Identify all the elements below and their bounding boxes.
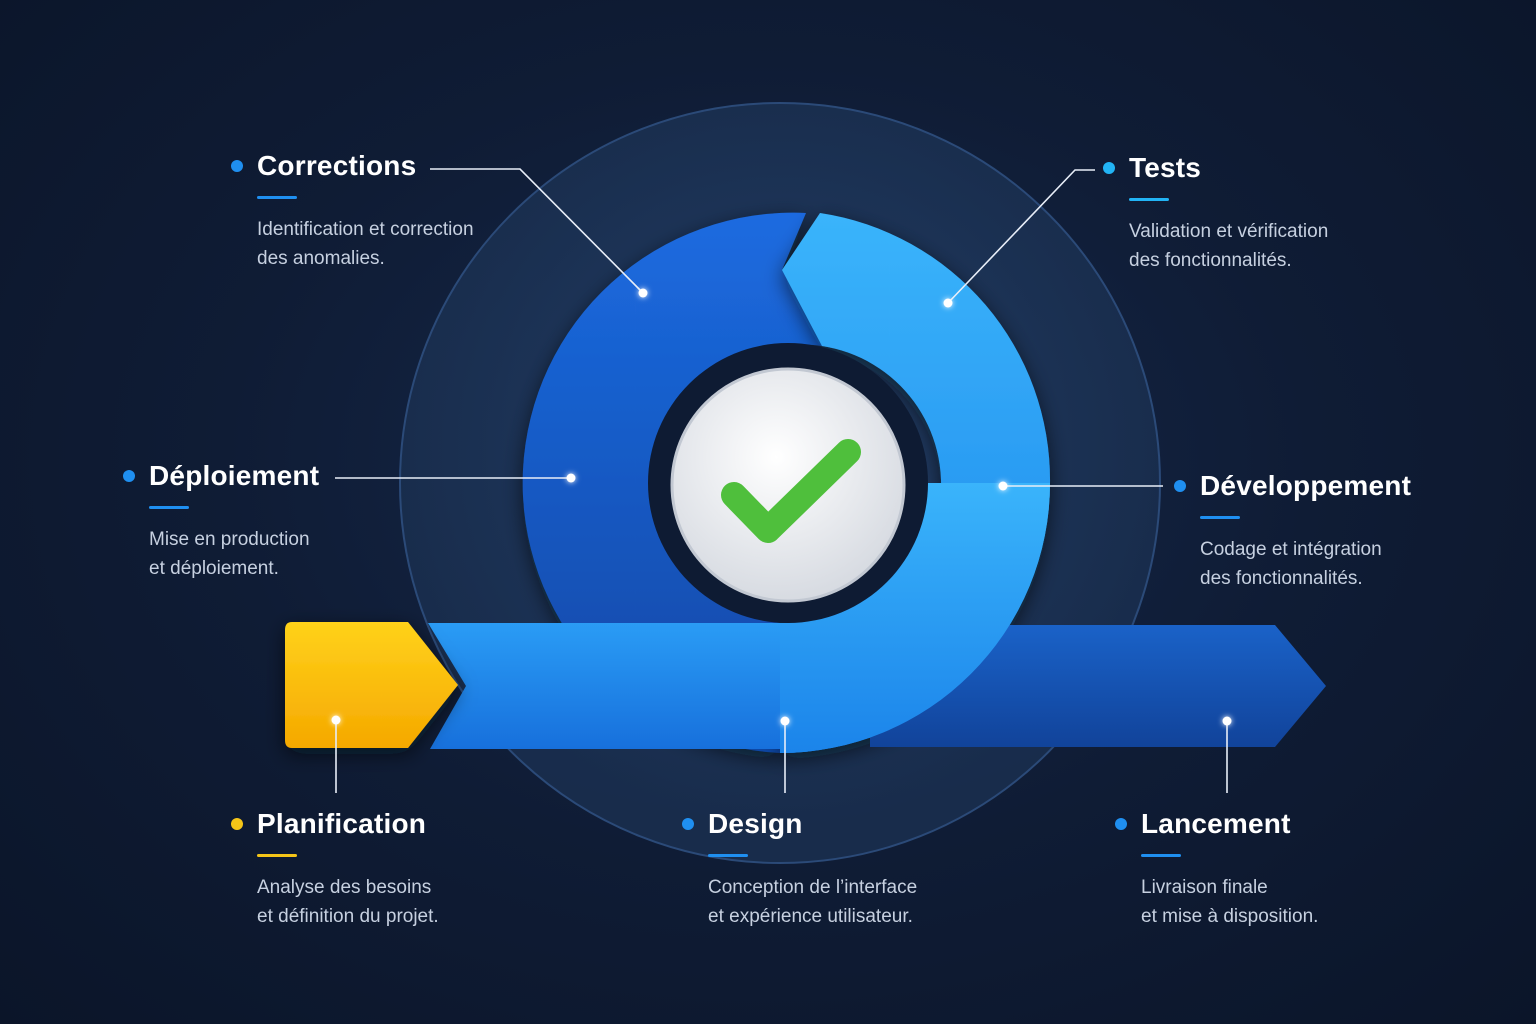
title-underline bbox=[708, 854, 748, 857]
bullet-dot bbox=[231, 160, 243, 172]
desc-line: des fonctionnalités. bbox=[1200, 568, 1363, 589]
title-underline bbox=[1141, 854, 1181, 857]
stage-title: Corrections bbox=[257, 150, 417, 181]
bullet-dot bbox=[682, 818, 694, 830]
stage-title: Déploiement bbox=[149, 460, 320, 491]
desc-line: Identification et correction bbox=[257, 219, 474, 240]
stage-lancement: Lancement Livraison finale et mise à dis… bbox=[1115, 808, 1318, 931]
stage-description: Identification et correction des anomali… bbox=[257, 215, 474, 273]
desc-line: des fonctionnalités. bbox=[1129, 250, 1292, 271]
desc-line: des anomalies. bbox=[257, 248, 385, 269]
desc-line: Validation et vérification bbox=[1129, 221, 1329, 242]
desc-line: et mise à disposition. bbox=[1141, 906, 1319, 927]
bullet-dot bbox=[1103, 162, 1115, 174]
anchor-dot-lancement bbox=[1222, 716, 1232, 726]
stage-description: Conception de l’interface et expérience … bbox=[708, 873, 917, 931]
desc-line: Conception de l’interface bbox=[708, 877, 918, 898]
desc-line: Livraison finale bbox=[1141, 877, 1268, 898]
stage-title: Développement bbox=[1200, 470, 1412, 501]
bullet-dot bbox=[231, 818, 243, 830]
bullet-dot bbox=[123, 470, 135, 482]
title-underline bbox=[1200, 516, 1240, 519]
arrow-design bbox=[428, 623, 780, 749]
title-underline bbox=[257, 196, 297, 199]
stage-planification: Planification Analyse des besoins et déf… bbox=[231, 808, 439, 931]
bullet-dot bbox=[1115, 818, 1127, 830]
stage-title: Design bbox=[708, 808, 803, 839]
desc-line: Analyse des besoins bbox=[257, 877, 432, 898]
connector-tests bbox=[947, 169, 1095, 304]
connector-lines bbox=[335, 168, 1228, 793]
stage-description: Validation et vérification des fonctionn… bbox=[1129, 217, 1328, 275]
arrow-planification bbox=[285, 622, 458, 748]
desc-line: et déploiement. bbox=[149, 558, 279, 579]
anchor-dot-tests bbox=[943, 298, 953, 308]
anchor-dot-planification bbox=[331, 715, 341, 725]
title-underline bbox=[149, 506, 189, 509]
stage-tests: Tests Validation et vérification des fon… bbox=[1103, 152, 1328, 275]
desc-line: et expérience utilisateur. bbox=[708, 906, 913, 927]
anchor-dot-developpement bbox=[998, 481, 1008, 491]
stage-corrections: Corrections Identification et correction… bbox=[231, 150, 474, 273]
anchor-dot-deploiement bbox=[566, 473, 576, 483]
anchor-dot-corrections bbox=[638, 288, 648, 298]
stage-description: Mise en production et déploiement. bbox=[149, 525, 319, 583]
stage-title: Planification bbox=[257, 808, 427, 839]
arrow-design-curve bbox=[780, 483, 1050, 753]
stage-description: Analyse des besoins et définition du pro… bbox=[257, 873, 439, 931]
stage-developpement: Développement Codage et intégration des … bbox=[1174, 470, 1411, 593]
desc-line: Codage et intégration bbox=[1200, 539, 1382, 560]
checkmark-icon bbox=[721, 439, 861, 543]
stage-title: Lancement bbox=[1141, 808, 1291, 839]
center-disc bbox=[670, 367, 906, 603]
ring-segment-corrections bbox=[522, 212, 822, 753]
stage-deploiement: Déploiement Mise en production et déploi… bbox=[123, 460, 319, 583]
connector-corrections bbox=[430, 168, 644, 294]
title-underline bbox=[257, 854, 297, 857]
anchor-dot-design bbox=[780, 716, 790, 726]
stage-title: Tests bbox=[1129, 152, 1202, 183]
bullet-dot bbox=[1174, 480, 1186, 492]
desc-line: et définition du projet. bbox=[257, 906, 439, 927]
stage-description: Livraison finale et mise à disposition. bbox=[1141, 873, 1318, 931]
stage-design: Design Conception de l’interface et expé… bbox=[682, 808, 917, 931]
stage-description: Codage et intégration des fonctionnalité… bbox=[1200, 535, 1411, 593]
desc-line: Mise en production bbox=[149, 529, 310, 550]
title-underline bbox=[1129, 198, 1169, 201]
anchor-dots bbox=[331, 288, 1232, 726]
